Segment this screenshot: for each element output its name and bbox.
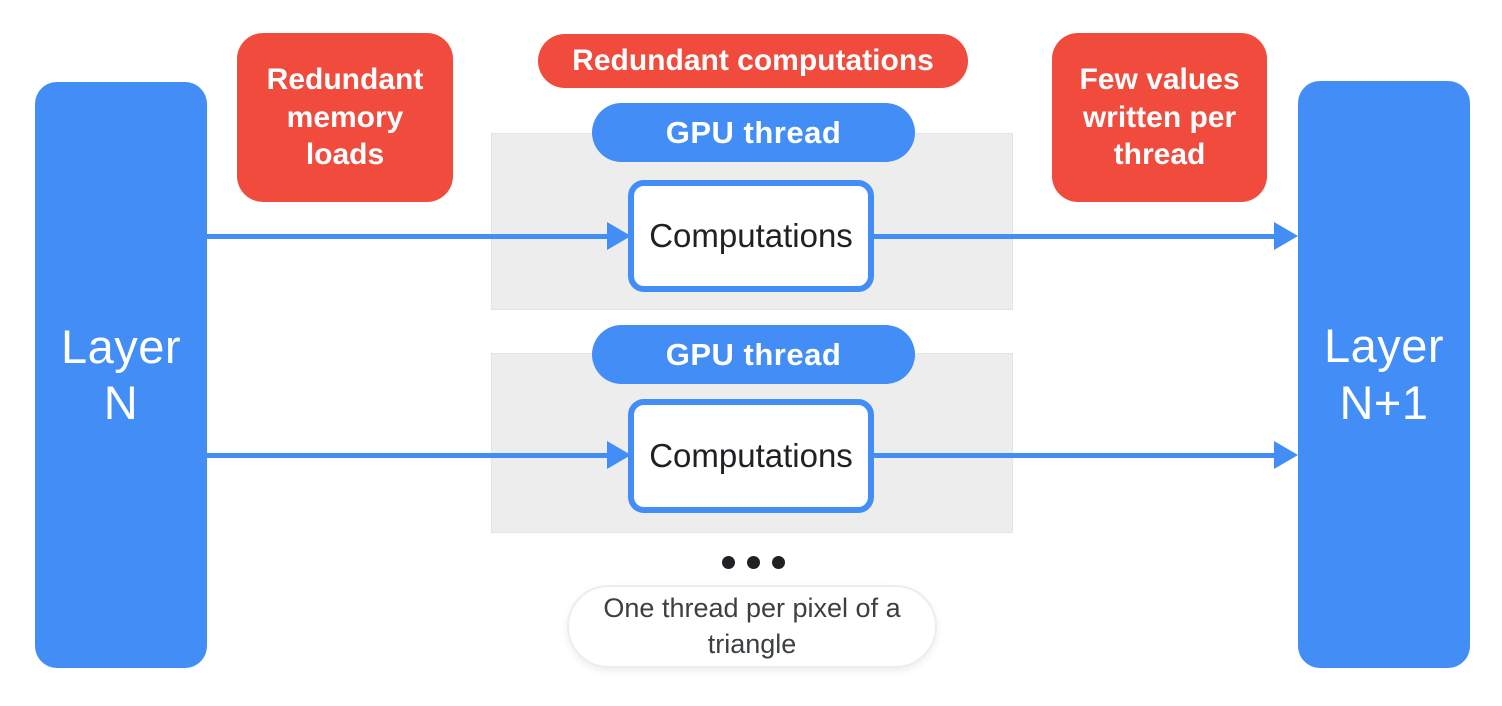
layer-n-label: Layer N <box>60 319 182 429</box>
computations-box-2: Computations <box>628 399 874 513</box>
gpu-thread-pill-2: GPU thread <box>592 325 915 384</box>
footnote-one-thread-per-pixel: One thread per pixel of a triangle <box>567 585 937 668</box>
footnote-label: One thread per pixel of a triangle <box>603 593 901 659</box>
right-arrow-icon <box>1274 441 1298 469</box>
gpu-thread-pill-2-label: GPU thread <box>665 336 842 372</box>
ellipsis-dot <box>721 555 735 569</box>
gpu-thread-pill-1: GPU thread <box>592 103 915 162</box>
gpu-thread-pill-1-label: GPU thread <box>665 114 842 150</box>
arrow-line-layer-n-to-comp-2 <box>207 453 609 458</box>
layer-n-box: Layer N <box>35 82 207 668</box>
annotation-few-values-written: Few values written per thread <box>1052 33 1267 202</box>
ellipsis-icon <box>693 549 813 575</box>
arrow-line-layer-n-to-comp-1 <box>207 234 609 239</box>
annotation-redundant-memory-loads: Redundant memory loads <box>237 33 453 202</box>
computations-box-2-label: Computations <box>649 437 853 474</box>
right-arrow-icon <box>1274 222 1298 250</box>
right-arrow-icon <box>607 441 631 469</box>
annotation-redundant-computations: Redundant computations <box>538 34 968 88</box>
annotation-few-values-written-label: Few values written per thread <box>1079 62 1240 172</box>
arrow-line-comp-1-to-layer-n1 <box>874 234 1276 239</box>
ellipsis-dot <box>746 555 760 569</box>
layer-n-plus-1-label: Layer N+1 <box>1323 319 1445 429</box>
annotation-redundant-memory-loads-label: Redundant memory loads <box>266 62 424 172</box>
ellipsis-dot <box>771 555 785 569</box>
layer-n-plus-1-box: Layer N+1 <box>1298 81 1470 668</box>
arrow-line-comp-2-to-layer-n1 <box>874 453 1276 458</box>
computations-box-1-label: Computations <box>649 217 853 254</box>
annotation-redundant-computations-label: Redundant computations <box>572 44 934 78</box>
right-arrow-icon <box>607 222 631 250</box>
computations-box-1: Computations <box>628 180 874 292</box>
